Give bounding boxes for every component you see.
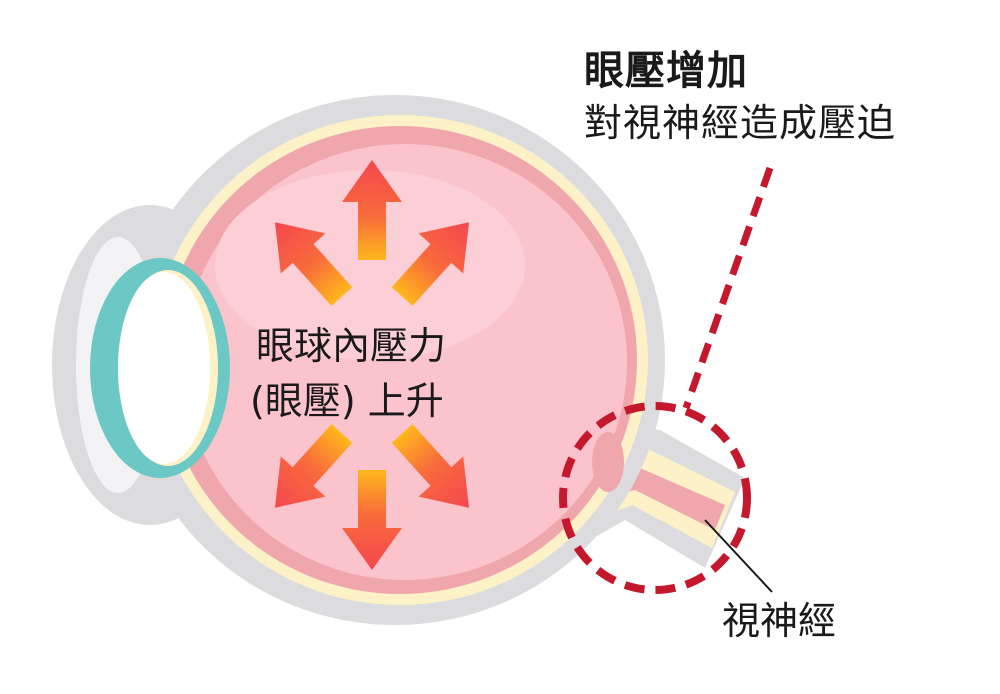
pressure-arrow-down (342, 470, 402, 570)
pressure-arrow-up-left (274, 222, 353, 306)
optic-nerve-label: 視神經 (722, 599, 837, 643)
pressure-arrow-up (342, 160, 402, 260)
annotation-pointer-line (682, 166, 774, 410)
pressure-arrow-up-right (391, 222, 470, 306)
annotation-subtitle: 對視神經造成壓迫 (584, 101, 897, 145)
nerve-leader-line (704, 519, 773, 593)
pressure-arrow-down-right (274, 424, 353, 508)
pressure-label-line2: (眼壓) 上升 (250, 379, 444, 423)
lens (118, 272, 210, 464)
optic-disc (592, 432, 624, 492)
optic-nerve-highlight-circle (559, 402, 751, 594)
vitreous-highlight (215, 170, 525, 360)
pressure-label-line1: 眼球內壓力 (256, 324, 447, 368)
pressure-arrow-down-left (391, 424, 470, 508)
annotation-title: 眼壓增加 (584, 48, 748, 94)
pressure-arrows (274, 160, 470, 570)
